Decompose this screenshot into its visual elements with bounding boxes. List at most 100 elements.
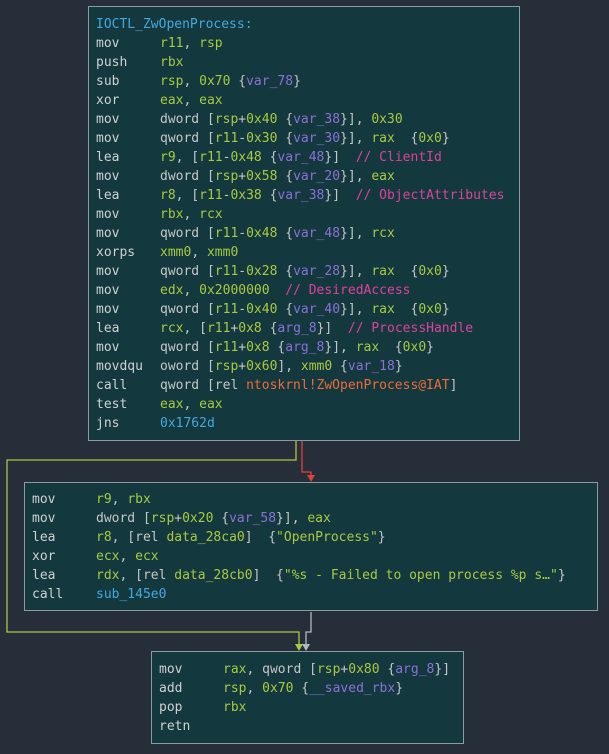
mnemonic: mov — [96, 131, 120, 146]
operand-token-brace: { — [221, 511, 230, 526]
operand-token-reg: rsp — [316, 662, 341, 677]
operand-token-var[interactable]: arg_8 — [277, 321, 317, 336]
operands: sub_145e0 — [96, 585, 166, 604]
operand-token-var[interactable]: var_30 — [293, 131, 341, 146]
operand-token-brace: } — [340, 169, 348, 184]
operand-token-kw: ], — [347, 112, 372, 127]
operand-token-kw: , [rel — [111, 530, 167, 545]
operand-token-kw: , — [183, 207, 200, 222]
operand-token-sub[interactable]: sub_145e0 — [96, 587, 167, 602]
operand-token-kw: , — [246, 681, 263, 696]
operand-token-var[interactable]: __saved_rbx — [309, 681, 396, 696]
operand-token-reg: ecx — [135, 549, 159, 564]
operand-token-kw: ], — [347, 169, 372, 184]
operand-token-reg: r8 — [160, 188, 176, 203]
operand-token-var[interactable]: arg_8 — [395, 662, 435, 677]
mnemonic: call — [32, 587, 64, 602]
instruction-line[interactable]: call sub_145e0 — [32, 585, 597, 604]
mnemonic: mov — [96, 169, 120, 184]
operand-token-brace: { — [394, 340, 403, 355]
operand-token-brace: } — [340, 264, 348, 279]
operand-token-reg: xmm0 — [206, 245, 239, 260]
operand-token-var[interactable]: var_40 — [293, 302, 341, 317]
operand-token-var[interactable]: var_58 — [229, 511, 277, 526]
operand-token-num: 0x48 — [230, 150, 262, 165]
operand-token-brace: { — [285, 169, 294, 184]
function-label[interactable]: IOCTL_ZwOpenProcess: — [96, 17, 253, 32]
instruction-line[interactable]: retn — [159, 717, 463, 736]
mnemonic: retn — [159, 719, 191, 734]
operand-token-imp[interactable]: ntoskrnl!ZwOpenProcess@IAT — [246, 378, 450, 393]
operand-token-kw: - — [238, 131, 247, 146]
operand-token-sub[interactable]: 0x1762d — [160, 416, 215, 431]
operand-token-kw: qword [rel — [160, 378, 247, 393]
operand-token-kw — [270, 283, 286, 298]
operand-token-dat[interactable]: data_28cb0 — [174, 568, 253, 583]
operand-token-dat[interactable]: data_28ca0 — [166, 530, 245, 545]
operand-token-reg: rsp — [199, 36, 223, 51]
operand-token-var[interactable]: var_20 — [293, 169, 341, 184]
operand-token-com: // DesiredAccess — [285, 283, 411, 298]
edge-entry-to-fail-false — [301, 441, 312, 478]
operands: qword [r11+0x8 {arg_8}], rax {0x0} — [160, 338, 434, 357]
operand-token-kw: oword [ — [160, 359, 215, 374]
operand-token-var[interactable]: var_18 — [347, 359, 395, 374]
operand-token-brace: { — [238, 74, 247, 89]
operand-token-reg: rax — [355, 340, 380, 355]
operand-token-brace: } — [377, 530, 386, 545]
operand-token-var[interactable]: var_38 — [277, 188, 325, 203]
operand-token-var[interactable]: var_38 — [293, 112, 341, 127]
operand-token-kw: , — [183, 283, 200, 298]
operand-token-kw: + — [238, 340, 247, 355]
operand-token-reg: rsp — [214, 169, 239, 184]
operand-token-var[interactable]: arg_8 — [285, 340, 325, 355]
operand-token-kw: - — [222, 188, 231, 203]
operand-token-kw — [262, 188, 270, 203]
operand-token-var[interactable]: var_28 — [293, 264, 341, 279]
operand-token-kw: qword [ — [160, 340, 215, 355]
edge-fail-to-exit — [305, 612, 312, 648]
mnemonic: pop — [159, 700, 183, 715]
operand-token-kw: ] — [332, 188, 356, 203]
mnemonic: mov — [96, 207, 120, 222]
operand-token-reg: eax — [160, 93, 184, 108]
operand-token-var[interactable]: var_78 — [246, 74, 294, 89]
operand-token-brace: { — [285, 226, 294, 241]
operand-token-var[interactable]: var_48 — [293, 226, 341, 241]
mnemonic: mov — [96, 283, 120, 298]
operand-token-var[interactable]: var_48 — [277, 150, 325, 165]
